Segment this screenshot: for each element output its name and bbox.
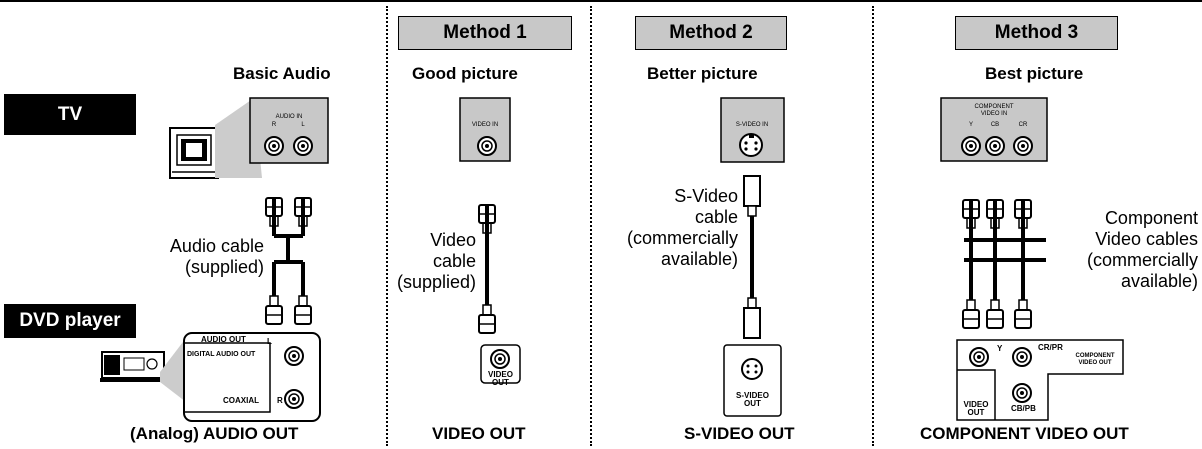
audio-out-label: AUDIO OUT [201,335,246,344]
component-panel-video-line1: VIDEO [963,400,989,409]
dvd-player-icon [100,351,166,382]
component-in-cr: CR [1018,122,1028,128]
component-cable-line4: available) [1120,271,1198,291]
video-in-label: VIDEO IN [471,122,499,128]
audio-out-l: L [267,337,272,346]
s-video-out-jack-line1: S-VIDEO [736,391,769,400]
method-3-header: Method 3 [955,16,1118,50]
s-video-out-jack-label: S-VIDEO OUT [724,392,781,408]
component-in-cb: CB [990,122,1000,128]
method-1-header: Method 1 [398,16,572,50]
audio-in-r: R [271,122,277,128]
component-out-line2: VIDEO OUT [1078,360,1112,366]
divider-2 [590,6,592,446]
video-out-jack-line2: OUT [492,378,509,387]
audio-in-l: L [301,122,305,128]
audio-cable-line2: (supplied) [184,257,264,277]
component-out-cr: CR/PR [1038,343,1063,352]
tv-icon [169,127,219,179]
audio-cable-label: Audio cable (supplied) [140,236,264,278]
divider-1 [386,6,388,446]
best-picture-heading: Best picture [985,64,1084,83]
component-cable-line1: Component [1104,208,1198,228]
analog-audio-out-footer: (Analog) AUDIO OUT [130,424,299,443]
divider-3 [872,6,874,446]
video-out-footer: VIDEO OUT [432,424,526,443]
good-picture-heading: Good picture [412,64,518,83]
s-video-cable-line4: available) [660,249,738,269]
dvd-player-label: DVD player [4,304,136,338]
component-out-y: Y [997,344,1003,353]
component-video-in-line2: VIDEO IN [980,111,1008,117]
component-out-line1: COMPONENT [1075,353,1115,359]
component-video-in-label: COMPONENT VIDEO IN [941,104,1047,118]
method-2-header: Method 2 [635,16,787,50]
s-video-in-label: S-VIDEO IN [735,122,769,128]
basic-audio-heading: Basic Audio [233,64,331,83]
s-video-cable-line2: cable [694,207,738,227]
video-out-jack-line1: VIDEO [488,370,513,379]
audio-out-r: R [277,396,283,405]
s-video-out-footer: S-VIDEO OUT [684,424,795,443]
s-video-cable-line1: S-Video [674,186,738,206]
audio-in-label: AUDIO IN [275,114,303,120]
coaxial-label: COAXIAL [223,396,259,405]
component-video-out-footer: COMPONENT VIDEO OUT [920,424,1129,443]
video-cable-label: Video cable (supplied) [388,230,476,293]
s-video-cable-label: S-Video cable (commercially available) [596,186,738,270]
s-video-cable-line3: (commercially [626,228,738,248]
component-panel-video-line2: OUT [967,408,985,417]
component-panel-video-out: VIDEO OUT [958,401,994,417]
component-out-cb: CB/PB [1011,404,1036,413]
video-out-jack-label: VIDEO OUT [482,371,519,387]
video-cable-line1: Video [430,230,476,250]
video-cable-line3: (supplied) [396,272,476,292]
component-out-label: COMPONENT VIDEO OUT [1070,353,1120,367]
digital-audio-out-label: DIGITAL AUDIO OUT [187,351,256,358]
tv-label: TV [4,94,136,135]
component-cable-label: Component Video cables (commercially ava… [1048,208,1198,292]
better-picture-heading: Better picture [647,64,758,83]
top-rule [0,0,1202,2]
video-cable-line2: cable [432,251,476,271]
component-cable-line3: (commercially [1086,250,1198,270]
s-video-out-jack-line2: OUT [744,399,761,408]
component-cable-line2: Video cables [1095,229,1198,249]
component-in-y: Y [968,122,973,128]
audio-cable-line1: Audio cable [169,236,264,256]
component-video-in-line1: COMPONENT [974,104,1014,110]
